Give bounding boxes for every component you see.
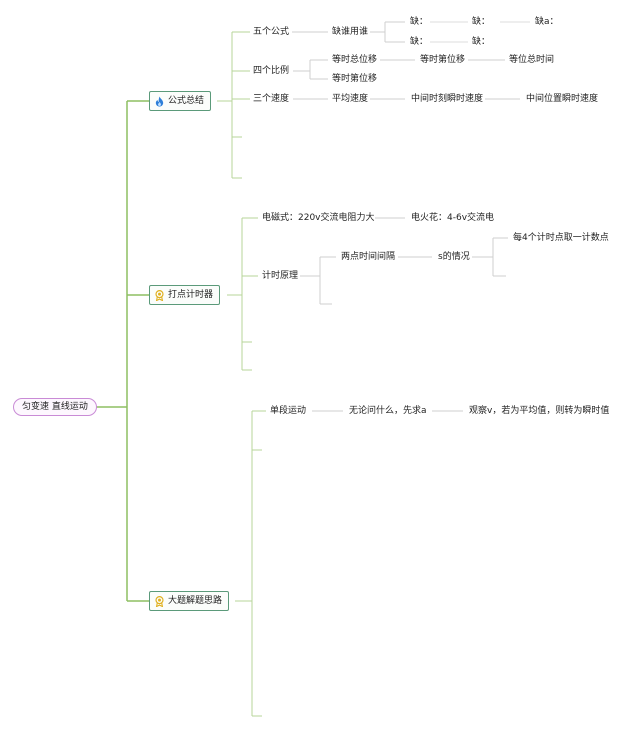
node-average-speed[interactable]: 平均速度 [332, 94, 369, 104]
branch-problem-solving[interactable]: 大题解题思路 [149, 591, 230, 611]
node-equal-time-nth-disp[interactable]: 等时第位移 [420, 55, 466, 65]
node-mid-time-speed[interactable]: 中间时刻瞬时速度 [411, 94, 484, 104]
branch-problem-solving-label: 大题解题思路 [168, 596, 223, 606]
node-observe-v[interactable]: 观察v，若为平均值，则转为瞬时值 [469, 406, 610, 416]
node-single-stage[interactable]: 单段运动 [270, 406, 307, 416]
node-equal-time-nth-disp-2[interactable]: 等时第位移 [332, 74, 378, 84]
branch-dot-timer-label: 打点计时器 [168, 290, 214, 300]
node-find-a-first[interactable]: 无论问什么，先求a [349, 406, 427, 416]
node-two-dot-interval[interactable]: 两点时间间隔 [341, 252, 396, 262]
node-missing-use[interactable]: 缺谁用谁 [332, 27, 369, 37]
node-equal-time-total-disp[interactable]: 等时总位移 [332, 55, 378, 65]
badge-icon [155, 595, 164, 607]
node-missing-3[interactable]: 缺： [410, 37, 429, 47]
branch-dot-timer[interactable]: 打点计时器 [149, 285, 221, 305]
branch-formula-summary-label: 公式总结 [168, 96, 205, 106]
node-five-formulas[interactable]: 五个公式 [253, 27, 290, 37]
node-count-point[interactable]: 每4个计时点取一计数点 [513, 233, 609, 243]
node-equal-disp-total-time[interactable]: 等位总时间 [509, 55, 555, 65]
node-s-case[interactable]: s的情况 [438, 252, 470, 262]
node-mid-position-speed[interactable]: 中间位置瞬时速度 [526, 94, 599, 104]
node-missing-4[interactable]: 缺： [472, 37, 491, 47]
root-node-label: 匀变速 直线运动 [22, 402, 88, 412]
node-missing-2[interactable]: 缺： [472, 17, 491, 27]
node-electromagnetic[interactable]: 电磁式：220v交流电阻力大 [262, 213, 375, 223]
node-missing-1[interactable]: 缺： [410, 17, 429, 27]
root-node[interactable]: 匀变速 直线运动 [13, 398, 97, 416]
node-spark[interactable]: 电火花：4-6v交流电 [411, 213, 495, 223]
node-missing-a[interactable]: 缺a： [535, 17, 559, 27]
badge-icon [155, 289, 164, 301]
node-four-ratios[interactable]: 四个比例 [253, 66, 290, 76]
node-timing-principle[interactable]: 计时原理 [262, 271, 299, 281]
branch-formula-summary[interactable]: 公式总结 [149, 91, 212, 111]
flame-icon [155, 95, 164, 107]
node-three-speeds[interactable]: 三个速度 [253, 94, 290, 104]
